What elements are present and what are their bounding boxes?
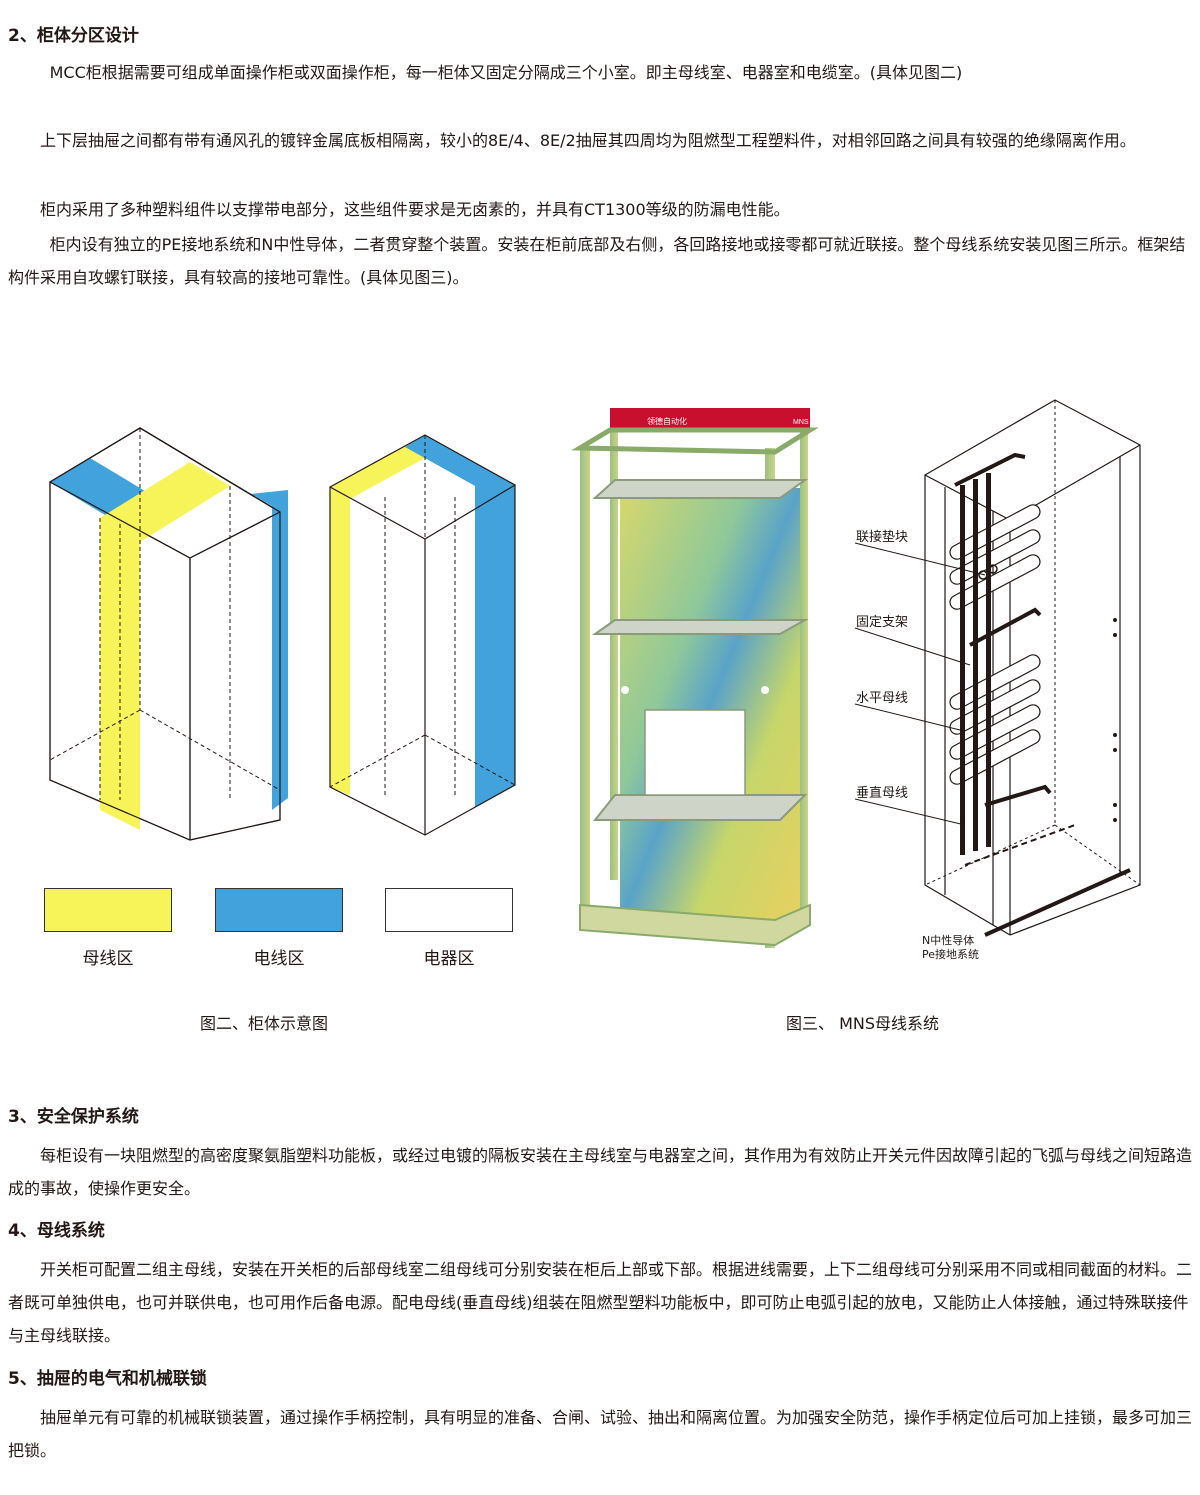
callout-leader-lines — [854, 542, 986, 826]
label-neutral-conductor: N中性导体 — [922, 934, 975, 947]
section-2-paragraph-2: 上下层抽屉之间都有带有通风孔的镀锌金属底板相隔离，较小的8E/4、8E/2抽屉其… — [40, 131, 1136, 150]
callout-vertical-busbar: 垂直母线 — [856, 786, 909, 801]
cabinet-zone-diagram-2 — [329, 434, 516, 836]
section-2-paragraph-4: 柜内设有独立的PE接地系统和N中性导体，二者贯穿整个装置。安装在柜前底部及右侧，… — [8, 235, 1186, 287]
section-4-heading: 4、母线系统 — [8, 1221, 105, 1241]
cabinet-header-left-text: 领德自动化 — [647, 416, 687, 426]
cabinet-header-right-text: MNS — [793, 419, 809, 426]
legend-label-electrical: 电器区 — [423, 949, 475, 969]
legend-swatch-busbar — [44, 888, 172, 932]
callout-fixed-bracket: 固定支架 — [856, 615, 909, 630]
section-4-paragraph-1: 开关柜可配置二组主母线，安装在开关柜的后部母线室二组母线可分别安装在柜后上部或下… — [8, 1260, 1193, 1345]
section-3-paragraph-1: 每柜设有一块阻燃型的高密度聚氨脂塑料功能板，或经过电镀的隔板安装在主母线室与电器… — [8, 1146, 1193, 1198]
callout-horizontal-busbar: 水平母线 — [856, 691, 909, 706]
figure-2-caption: 图二、柜体示意图 — [200, 1014, 329, 1033]
legend-swatch-wire — [215, 888, 343, 932]
cabinet-zone-diagram-1 — [48, 427, 288, 841]
section-5-heading: 5、抽屉的电气和机械联锁 — [8, 1369, 207, 1389]
busbar-system-drawing — [924, 399, 1141, 937]
legend-label-wire: 电线区 — [253, 949, 305, 969]
legend-swatch-electrical — [385, 888, 513, 932]
callout-connection-pad: 联接垫块 — [856, 530, 909, 545]
mns-cabinet-photo: 领德自动化 MNS — [571, 408, 819, 948]
section-2-paragraph-1: MCC柜根据需要可组成单面操作柜或双面操作柜，每一柜体又固定分隔成三个小室。即主… — [49, 63, 963, 82]
legend-label-busbar: 母线区 — [82, 949, 134, 969]
section-5-paragraph-1: 抽屉单元有可靠的机械联锁装置，通过操作手柄控制，具有明显的准备、合闸、试验、抽出… — [8, 1408, 1193, 1460]
section-2-paragraph-3: 柜内采用了多种塑料组件以支撑带电部分，这些组件要求是无卤素的，并具有CT1300… — [40, 200, 790, 219]
label-pe-grounding: Pe接地系统 — [922, 948, 980, 961]
section-3-heading: 3、安全保护系统 — [8, 1107, 139, 1127]
section-2-heading: 2、柜体分区设计 — [8, 26, 139, 46]
figure-3-caption: 图三、 MNS母线系统 — [786, 1014, 940, 1033]
